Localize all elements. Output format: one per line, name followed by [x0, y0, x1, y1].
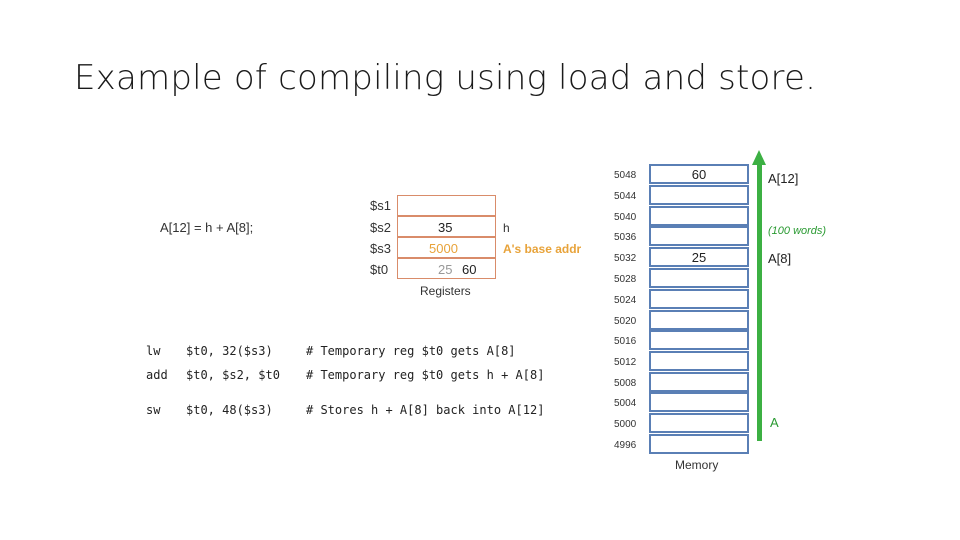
- register-annotation: h: [503, 221, 510, 235]
- memory-address: 5016: [614, 336, 637, 347]
- register-name: $s1: [370, 198, 391, 213]
- memory-address: 4996: [614, 440, 637, 451]
- code-op: add: [146, 368, 168, 382]
- memory-address: 5028: [614, 274, 637, 285]
- register-value: 5000: [429, 241, 458, 256]
- memory-address: 5020: [614, 316, 637, 327]
- memory-address: 5024: [614, 295, 637, 306]
- memory-cell: [649, 413, 749, 433]
- memory-cell: [649, 247, 749, 267]
- register-value: 60: [462, 262, 477, 277]
- array-size-label: (100 words): [768, 225, 827, 237]
- memory-cell: [649, 226, 749, 246]
- array-label-a8: A[8]: [768, 251, 792, 266]
- code-comment: # Stores h + A[8] back into A[12]: [306, 403, 545, 417]
- register-value: 35: [438, 220, 453, 235]
- code-args: $t0, $s2, $t0: [186, 368, 280, 382]
- slide-title: Example of compiling using load and stor…: [74, 58, 817, 98]
- memory-cell: [649, 206, 749, 226]
- memory-address: 5032: [614, 253, 637, 264]
- register-name: $s2: [370, 220, 391, 235]
- memory-address: 5000: [614, 419, 637, 430]
- code-op: lw: [146, 344, 161, 358]
- memory-cell: [649, 185, 749, 205]
- register-cell-s1: [397, 195, 496, 216]
- memory-address: 5048: [614, 170, 637, 181]
- array-base-label: A: [770, 415, 779, 430]
- register-cell-s2: [397, 216, 496, 237]
- memory-address: 5008: [614, 378, 637, 389]
- memory-cell: [649, 310, 749, 330]
- registers-caption: Registers: [420, 284, 471, 298]
- register-annotation: A's base addr: [503, 242, 582, 256]
- code-args: $t0, 48($s3): [186, 403, 273, 417]
- code-comment: # Temporary reg $t0 gets h + A[8]: [306, 368, 545, 382]
- memory-cell: [649, 372, 749, 392]
- register-old-value: 25: [438, 262, 453, 277]
- register-cell-s3: [397, 237, 496, 258]
- memory-cell: [649, 268, 749, 288]
- memory-cell: [649, 330, 749, 350]
- memory-value: 25: [691, 250, 707, 265]
- arrow-up-icon: [752, 150, 766, 165]
- register-name: $s3: [370, 241, 391, 256]
- memory-address: 5012: [614, 357, 637, 368]
- memory-cell: [649, 164, 749, 184]
- memory-cell: [649, 434, 749, 454]
- memory-cell: [649, 392, 749, 412]
- c-expression: A[12] = h + A[8];: [160, 220, 254, 235]
- memory-value: 60: [691, 167, 707, 182]
- array-label-a12: A[12]: [768, 171, 799, 186]
- memory-address: 5040: [614, 212, 637, 223]
- memory-address: 5036: [614, 232, 637, 243]
- memory-address: 5004: [614, 398, 637, 409]
- register-name: $t0: [370, 262, 389, 277]
- code-comment: # Temporary reg $t0 gets A[8]: [306, 344, 516, 358]
- memory-cell: [649, 289, 749, 309]
- code-op: sw: [146, 403, 161, 417]
- array-extent-arrow: [757, 163, 762, 441]
- memory-cell: [649, 351, 749, 371]
- memory-caption: Memory: [675, 458, 719, 472]
- memory-address: 5044: [614, 191, 637, 202]
- code-args: $t0, 32($s3): [186, 344, 273, 358]
- register-cell-t0: [397, 258, 496, 279]
